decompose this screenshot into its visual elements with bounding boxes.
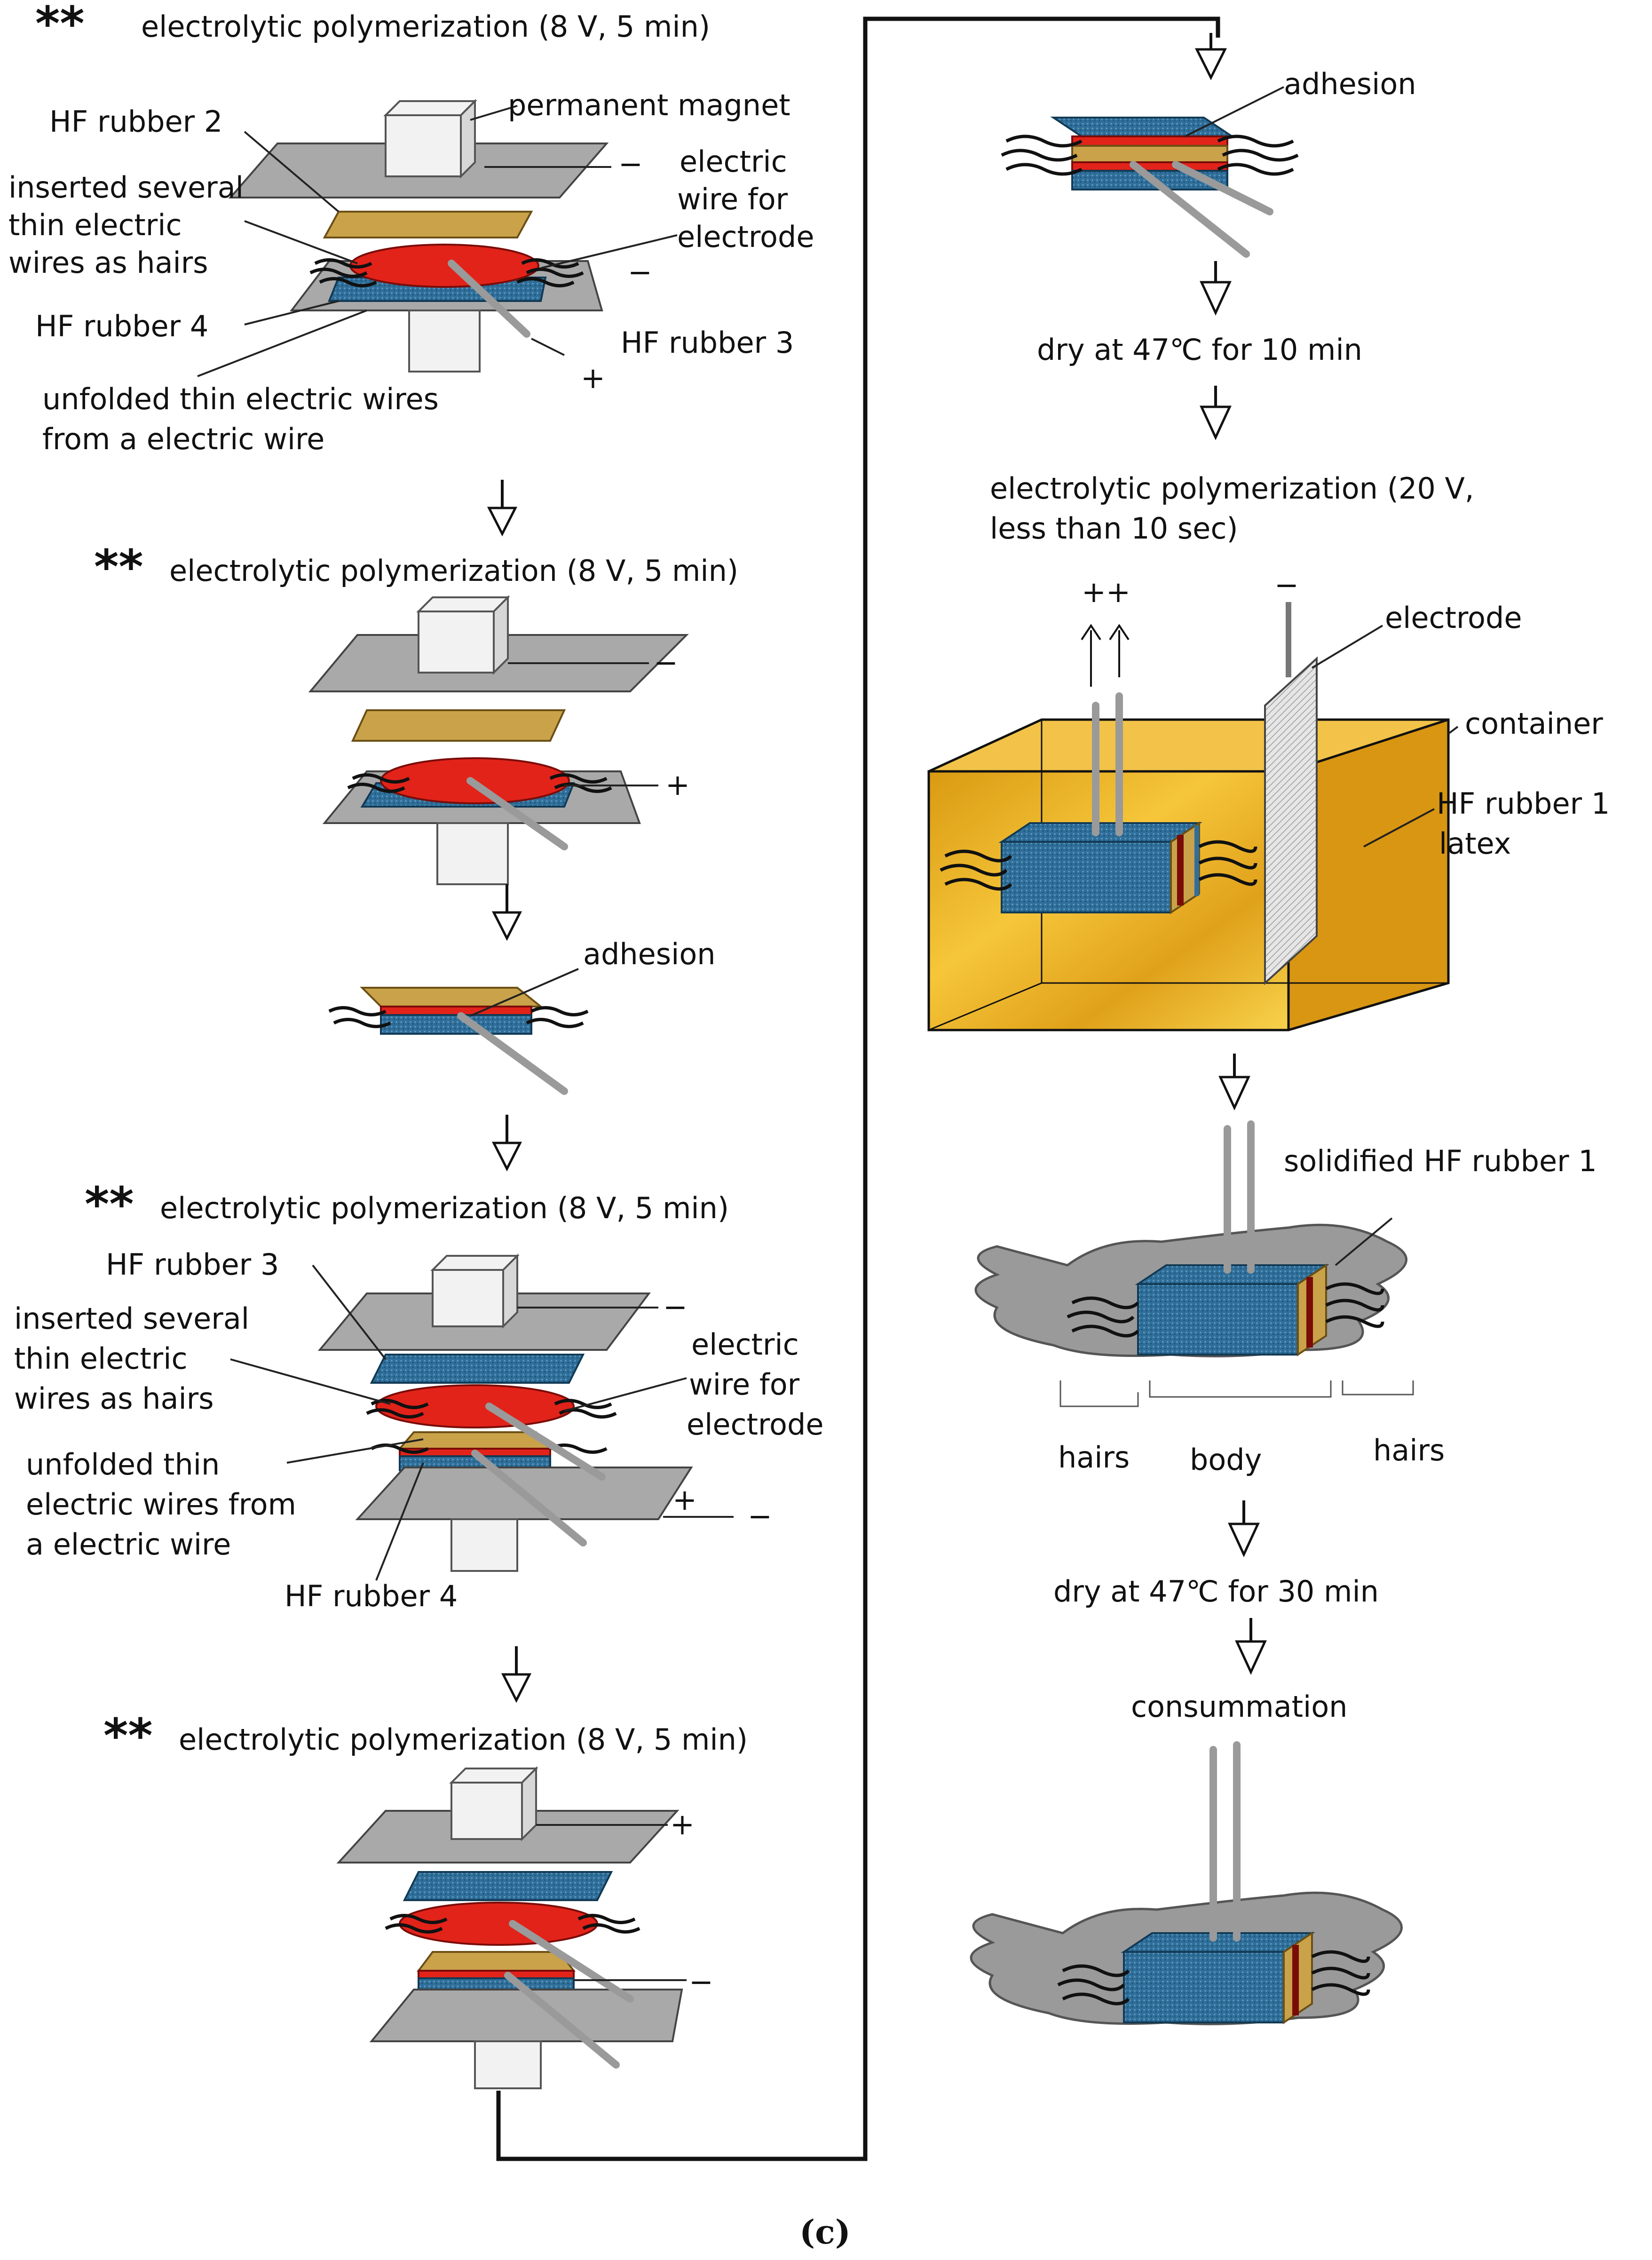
label-electric-wire-line1: electric — [680, 144, 787, 179]
adhesion-block — [1001, 117, 1299, 258]
step4-heading: electrolytic polymerization (8 V, 5 min) — [160, 1191, 729, 1225]
step5-heading: electrolytic polymerization (8 V, 5 min) — [179, 1722, 748, 1757]
label-hf-rubber-2: HF rubber 2 — [49, 104, 222, 139]
down-arrow-icon — [501, 1646, 532, 1703]
step2-heading-mark: ** — [94, 539, 143, 595]
step5-plus: + — [670, 1807, 695, 1841]
label-unfolded-line1: unfolded thin electric wires — [42, 382, 439, 416]
right-latex-line2: latex — [1439, 826, 1511, 861]
label-unfolded-line2: from a electric wire — [42, 422, 324, 456]
step4-assembly — [317, 1253, 693, 1572]
figure-caption: (c) — [799, 2212, 851, 2252]
right-poly-line1: electrolytic polymerization (20 V, — [990, 471, 1474, 506]
latex-container — [927, 656, 1450, 1031]
label-inserted-line2: thin electric — [8, 208, 182, 242]
permanent-magnet-icon — [383, 99, 477, 179]
step4-label-hf-rubber-4: HF rubber 4 — [285, 1579, 458, 1613]
down-arrow-icon — [1194, 33, 1227, 80]
permanent-magnet-icon — [449, 1766, 538, 1841]
down-arrow-icon — [487, 480, 518, 537]
step5-minus: − — [689, 1965, 713, 1999]
down-arrow-icon — [491, 884, 522, 941]
step3-assembly — [328, 987, 589, 1095]
step3-adhesion: adhesion — [583, 937, 716, 971]
step1-assembly — [228, 99, 609, 373]
step5-heading-mark: ** — [103, 1708, 153, 1763]
step5-assembly — [336, 1766, 683, 2089]
right-solidified: solidified HF rubber 1 — [1284, 1144, 1597, 1178]
step4-heading-mark: ** — [85, 1177, 134, 1232]
right-adhesion: adhesion — [1284, 67, 1416, 101]
step4-unfolded-line3: a electric wire — [26, 1527, 231, 1562]
label-top-minus: − — [618, 147, 643, 181]
label-inserted-line1: inserted several — [8, 170, 244, 205]
right-poly-line2: less than 10 sec) — [990, 511, 1238, 546]
step1-heading-mark: ** — [35, 0, 85, 51]
label-hf-rubber-4: HF rubber 4 — [35, 309, 208, 343]
step2-heading: electrolytic polymerization (8 V, 5 min) — [169, 554, 738, 588]
step4-plus: + — [672, 1483, 697, 1517]
label-plus: + — [581, 361, 605, 395]
down-arrow-icon — [1200, 386, 1232, 440]
brackets — [1059, 1380, 1414, 1407]
step4-unfolded-line2: electric wires from — [26, 1487, 296, 1522]
down-arrow-icon — [1228, 1500, 1260, 1557]
step4-label-hf-rubber-3: HF rubber 3 — [106, 1247, 279, 1282]
right-minus: − — [1274, 568, 1299, 602]
right-consummation: consummation — [1131, 1689, 1347, 1724]
step4-inserted-line3: wires as hairs — [14, 1381, 214, 1416]
down-arrow-icon — [491, 1115, 522, 1172]
hair-wires — [309, 258, 584, 287]
right-latex-line1: HF rubber 1 — [1437, 786, 1610, 821]
label-inserted-line3: wires as hairs — [8, 246, 208, 280]
step4-electric-wire-line3: electrode — [687, 1407, 823, 1442]
step4-top-minus: − — [663, 1290, 688, 1324]
step2-assembly — [308, 595, 689, 885]
down-arrow-icon — [1200, 261, 1232, 316]
right-dry1: dry at 47℃ for 10 min — [1037, 333, 1362, 367]
electric-wire-rod — [448, 260, 530, 338]
bottom-magnet-icon — [408, 309, 481, 373]
up-arrows-icon — [1081, 624, 1130, 687]
right-dry2: dry at 47℃ for 30 min — [1053, 1574, 1379, 1609]
right-body: body — [1190, 1443, 1262, 1477]
right-hairs-right: hairs — [1373, 1433, 1445, 1467]
permanent-magnet-icon — [430, 1253, 520, 1329]
step2-plus: + — [665, 768, 690, 802]
step4-inserted-line1: inserted several — [14, 1301, 249, 1336]
permanent-magnet-icon — [416, 595, 510, 675]
final-block — [970, 1741, 1403, 2025]
step4-electric-wire-line1: electric — [691, 1327, 799, 1362]
step1-heading: electrolytic polymerization (8 V, 5 min) — [141, 9, 710, 44]
step2-minus: − — [654, 645, 678, 680]
step4-unfolded-line1: unfolded thin — [26, 1447, 220, 1482]
step4-inserted-line2: thin electric — [14, 1341, 188, 1376]
down-arrow-icon — [1235, 1618, 1267, 1675]
flow-connector-line — [496, 16, 1220, 2161]
hf-rubber-3-disc — [349, 244, 539, 288]
hf-rubber-2-layer — [323, 211, 533, 238]
right-electrode: electrode — [1385, 601, 1522, 635]
label-electric-wire-line3: electrode — [677, 220, 814, 254]
right-plusplus: ++ — [1082, 575, 1130, 609]
label-permanent-magnet: permanent magnet — [508, 88, 790, 122]
electrode-plate — [1264, 656, 1318, 985]
right-hairs-left: hairs — [1058, 1440, 1130, 1475]
label-hf-rubber-3: HF rubber 3 — [621, 325, 794, 360]
label-electric-wire-line2: wire for — [677, 182, 788, 216]
right-container: container — [1465, 706, 1603, 741]
step4-bottom-minus: − — [748, 1499, 772, 1533]
down-arrow-icon — [1218, 1054, 1250, 1110]
solidified-block — [974, 1120, 1407, 1357]
step4-electric-wire-line2: wire for — [689, 1367, 800, 1402]
label-mid-minus: − — [628, 255, 652, 289]
